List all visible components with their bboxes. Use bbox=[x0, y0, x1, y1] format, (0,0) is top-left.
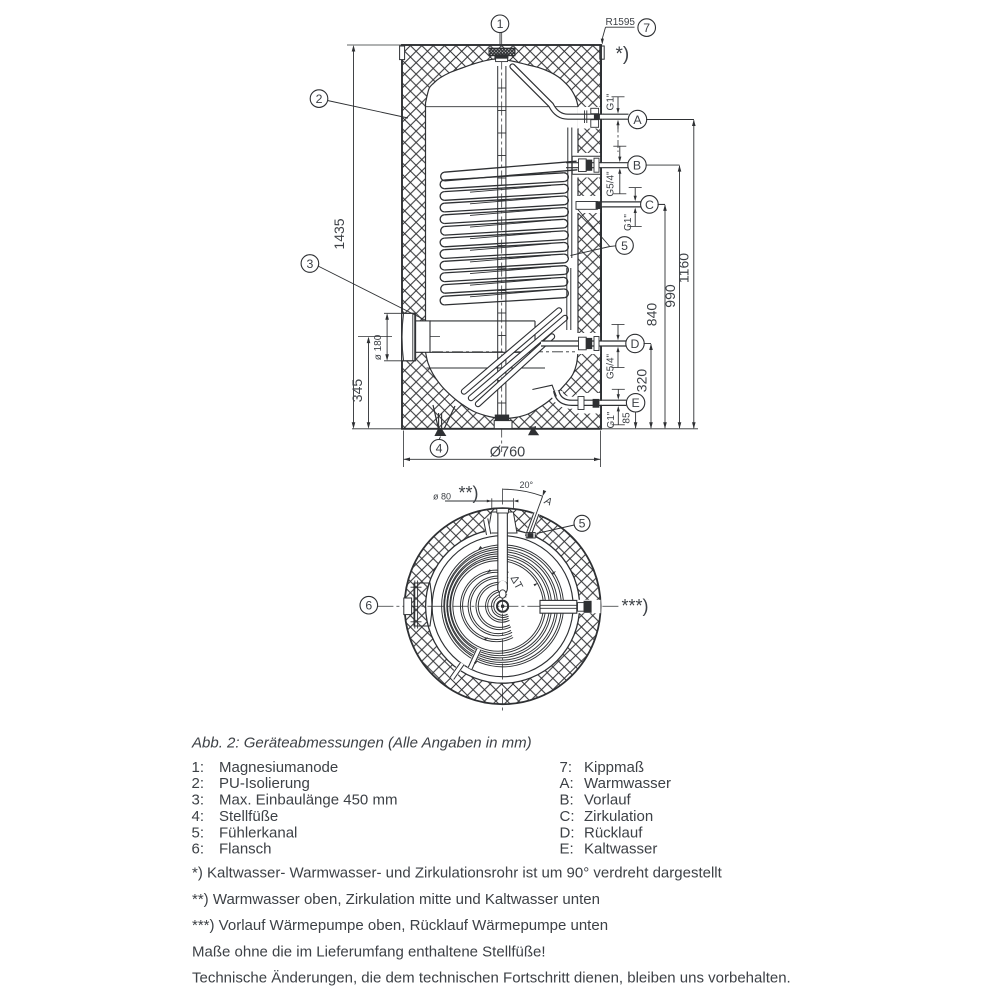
svg-text:ø 180: ø 180 bbox=[373, 334, 384, 360]
svg-text:Stellfüße: Stellfüße bbox=[219, 808, 278, 825]
svg-text:G5/4": G5/4" bbox=[606, 171, 617, 197]
svg-text:4:: 4: bbox=[192, 808, 205, 825]
svg-text:C: C bbox=[645, 198, 654, 212]
svg-text:2: 2 bbox=[316, 92, 323, 106]
svg-text:Technische Änderungen, die dem: Technische Änderungen, die dem technisch… bbox=[192, 970, 791, 987]
svg-text:3:: 3: bbox=[192, 792, 205, 809]
svg-text:ΔT: ΔT bbox=[508, 574, 525, 592]
svg-text:PU-Isolierung: PU-Isolierung bbox=[219, 775, 310, 792]
svg-text:5: 5 bbox=[579, 517, 586, 531]
svg-text:Rücklauf: Rücklauf bbox=[584, 824, 643, 841]
svg-text:ø 80: ø 80 bbox=[433, 491, 451, 501]
svg-text:**) Warmwasser oben, Zirkulati: **) Warmwasser oben, Zirkulation mitte u… bbox=[192, 891, 600, 908]
svg-text:1:: 1: bbox=[192, 759, 205, 776]
svg-text:G1": G1" bbox=[623, 214, 634, 231]
svg-text:Abb. 2: Geräteabmessungen (All: Abb. 2: Geräteabmessungen (Alle Angaben … bbox=[191, 734, 532, 751]
svg-text:Magnesiumanode: Magnesiumanode bbox=[219, 759, 338, 776]
svg-text:345: 345 bbox=[349, 379, 365, 403]
svg-text:***) Vorlauf Wärmepumpe oben,: ***) Vorlauf Wärmepumpe oben, Rücklauf W… bbox=[192, 917, 608, 934]
svg-text:4: 4 bbox=[436, 442, 443, 456]
svg-text:7:: 7: bbox=[560, 759, 573, 776]
svg-text:320: 320 bbox=[634, 369, 650, 393]
svg-text:B: B bbox=[633, 159, 641, 173]
svg-text:1: 1 bbox=[497, 17, 504, 31]
svg-text:7: 7 bbox=[643, 21, 650, 35]
svg-text:Vorlauf: Vorlauf bbox=[584, 792, 632, 809]
svg-text:R1595: R1595 bbox=[606, 17, 636, 28]
svg-text:5:: 5: bbox=[192, 824, 205, 841]
svg-text:**): **) bbox=[459, 483, 479, 503]
svg-text:6:: 6: bbox=[192, 841, 205, 858]
svg-text:Max. Einbaulänge 450 mm: Max. Einbaulänge 450 mm bbox=[219, 792, 397, 809]
svg-text:2:: 2: bbox=[192, 775, 205, 792]
svg-text:E:: E: bbox=[560, 841, 574, 858]
svg-text:1160: 1160 bbox=[676, 253, 692, 283]
svg-text:E: E bbox=[631, 396, 639, 410]
svg-text:A: A bbox=[633, 113, 642, 127]
svg-text:Kippmaß: Kippmaß bbox=[584, 759, 644, 776]
svg-text:Fühlerkanal: Fühlerkanal bbox=[219, 824, 297, 841]
svg-text:G1": G1" bbox=[606, 93, 617, 110]
svg-text:D:: D: bbox=[560, 824, 575, 841]
svg-text:G5/4": G5/4" bbox=[606, 353, 617, 379]
svg-text:C:: C: bbox=[560, 808, 575, 825]
svg-text:20°: 20° bbox=[520, 480, 534, 490]
svg-text:Kaltwasser: Kaltwasser bbox=[584, 841, 657, 858]
svg-text:85: 85 bbox=[621, 412, 632, 424]
svg-text:3: 3 bbox=[306, 257, 313, 271]
svg-text:5: 5 bbox=[621, 239, 628, 253]
svg-text:Ø760: Ø760 bbox=[490, 445, 525, 461]
svg-text:840: 840 bbox=[644, 303, 660, 327]
svg-text:A:: A: bbox=[560, 775, 574, 792]
svg-text:6: 6 bbox=[365, 599, 372, 613]
svg-text:A: A bbox=[542, 494, 554, 508]
svg-text:1435: 1435 bbox=[331, 218, 347, 249]
svg-text:Maße ohne die im Lieferumfang: Maße ohne die im Lieferumfang enthaltene… bbox=[192, 943, 546, 960]
svg-text:Warmwasser: Warmwasser bbox=[584, 775, 671, 792]
svg-text:*) Kaltwasser- Warmwasser- und: *) Kaltwasser- Warmwasser- und Zirkulati… bbox=[192, 865, 723, 882]
svg-text:B:: B: bbox=[560, 792, 574, 809]
svg-text:***): ***) bbox=[622, 596, 649, 616]
svg-text:*): *) bbox=[616, 44, 630, 65]
svg-text:Flansch: Flansch bbox=[219, 841, 272, 858]
svg-text:D: D bbox=[631, 337, 640, 351]
svg-text:Zirkulation: Zirkulation bbox=[584, 808, 653, 825]
svg-text:G1": G1" bbox=[606, 411, 617, 428]
svg-text:990: 990 bbox=[662, 284, 678, 308]
